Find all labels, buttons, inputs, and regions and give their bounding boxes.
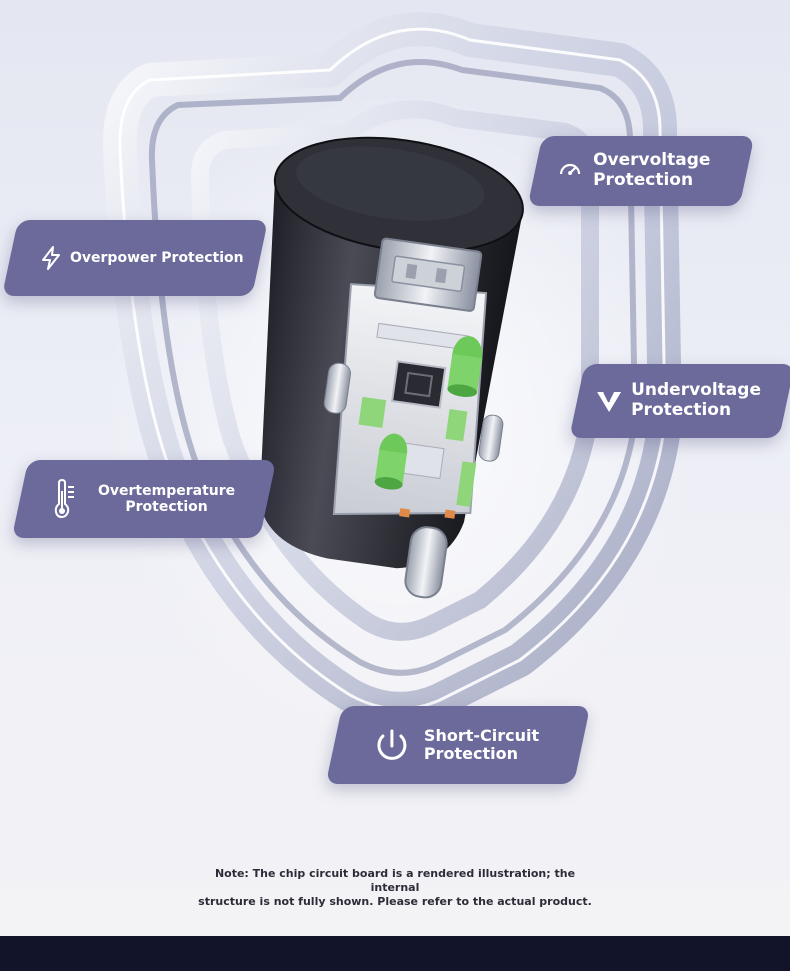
overvoltage-protection-badge: Overvoltage Protection xyxy=(527,136,755,206)
note-line2: structure is not fully shown. Please ref… xyxy=(198,895,592,908)
gauge-icon xyxy=(557,159,583,183)
short-circuit-protection-badge: Short-Circuit Protection xyxy=(325,706,591,784)
overvoltage-line1: Overvoltage xyxy=(593,150,711,171)
ic-chip xyxy=(391,360,447,409)
power-icon xyxy=(372,728,412,762)
undervoltage-line2: Protection xyxy=(631,400,731,420)
footer-bar xyxy=(0,936,790,971)
note-line1: Note: The chip circuit board is a render… xyxy=(214,867,576,894)
disclaimer-note: Note: The chip circuit board is a render… xyxy=(190,867,600,909)
car-charger xyxy=(259,136,524,599)
overtemperature-line1: Overtemperature xyxy=(98,482,236,499)
short-circuit-line1: Short-Circuit xyxy=(424,725,540,745)
short-circuit-line2: Protection xyxy=(424,744,519,763)
overtemperature-line2: Protection xyxy=(125,499,208,515)
overpower-protection-badge: Overpower Protection xyxy=(1,220,269,296)
overvoltage-line2: Protection xyxy=(593,170,693,190)
undervoltage-line1: Undervoltage xyxy=(631,380,761,401)
overtemperature-protection-badge: Overtemperature Protection xyxy=(11,460,277,538)
thermometer-icon xyxy=(48,479,82,519)
lightning-icon xyxy=(38,245,64,271)
overpower-label: Overpower Protection xyxy=(70,249,244,266)
undervoltage-protection-badge: Undervoltage Protection xyxy=(569,364,790,438)
tip-contact xyxy=(404,526,448,599)
v-chevron-icon xyxy=(595,388,623,414)
